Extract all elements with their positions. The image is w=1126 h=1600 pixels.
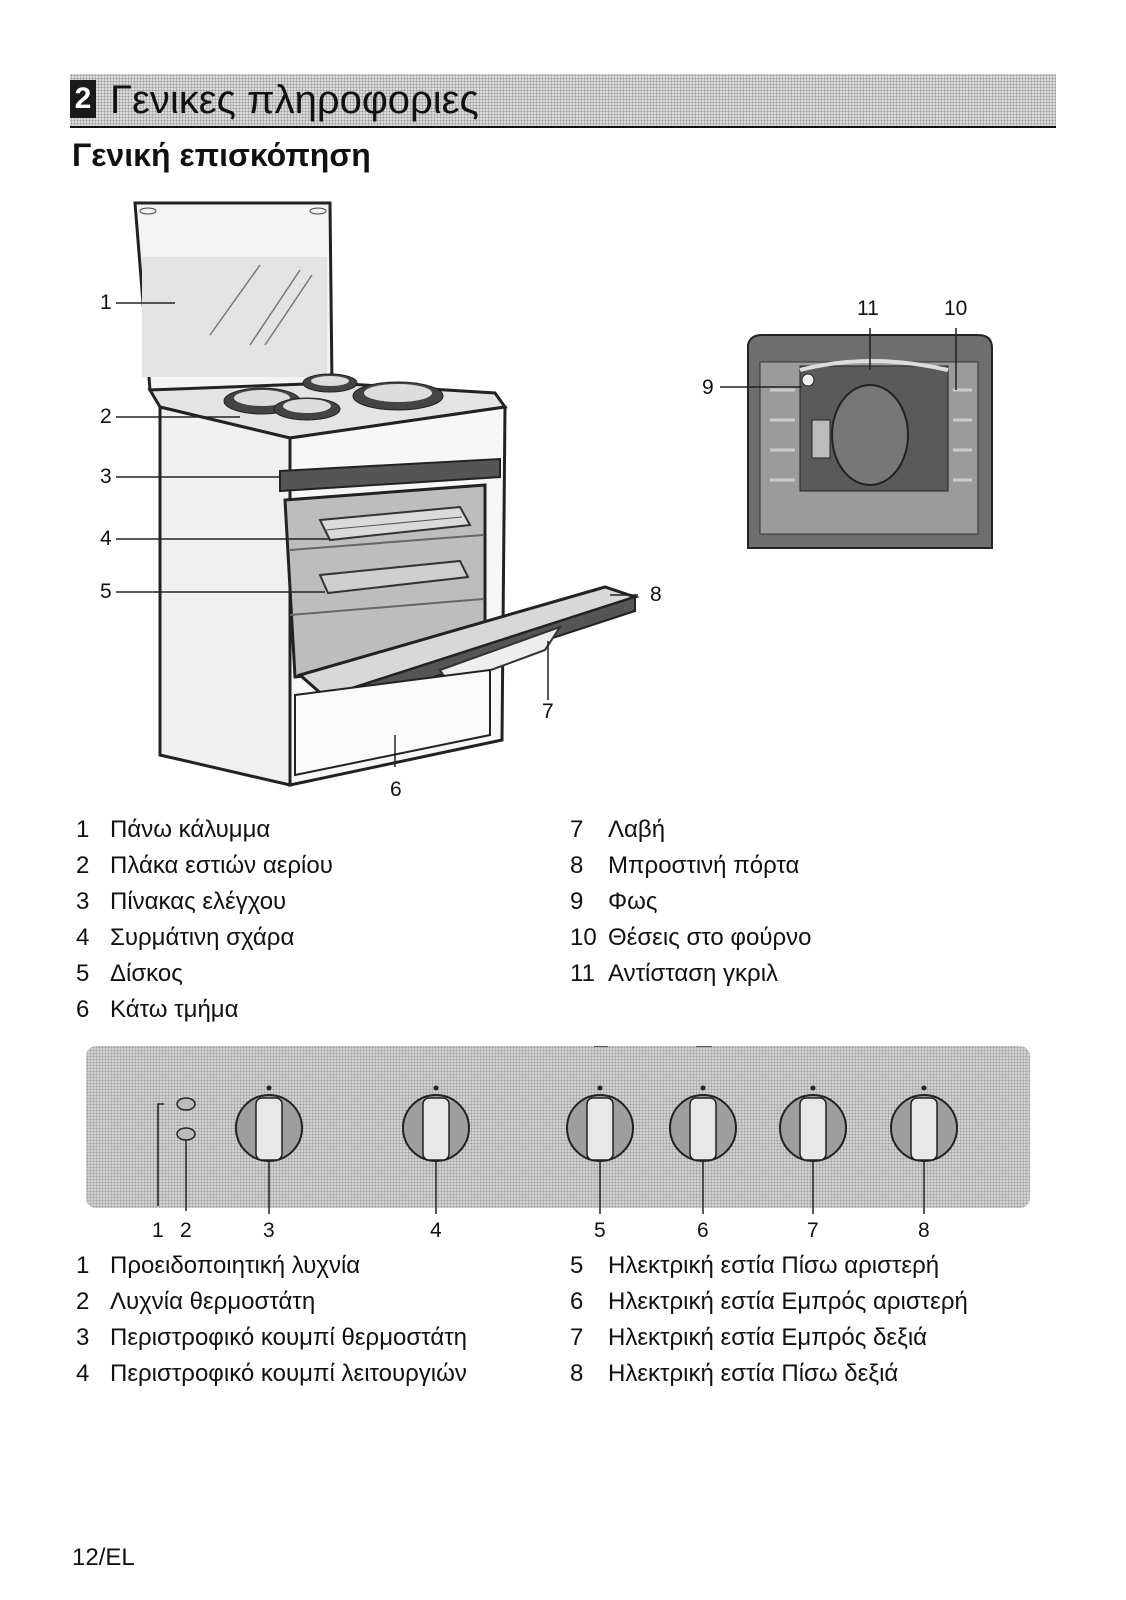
page-subtitle: Γενική επισκόπηση bbox=[72, 137, 371, 173]
oven-callout: 4 bbox=[100, 527, 112, 550]
panel-callout: 5 bbox=[594, 1219, 606, 1242]
hotplate-knob bbox=[669, 1085, 737, 1162]
section-header: 2 Γενικες πληροφοριες bbox=[70, 74, 1056, 128]
oven-callout: 5 bbox=[100, 580, 112, 603]
section-title: Γενικες πληροφοριες bbox=[110, 78, 479, 122]
panel-callout: 4 bbox=[430, 1219, 442, 1242]
hotplate-knob bbox=[779, 1085, 847, 1162]
interior-callout: 9 bbox=[702, 376, 714, 399]
panel-callout: 8 bbox=[918, 1219, 930, 1242]
oven-callout: 6 bbox=[390, 778, 402, 801]
interior-callout: 10 bbox=[944, 297, 968, 320]
page-footer: 12/EL bbox=[72, 1544, 135, 1571]
control-panel-drawing bbox=[157, 1046, 958, 1214]
thermostat-knob bbox=[235, 1085, 303, 1162]
hotplate-knob bbox=[890, 1085, 958, 1162]
section-number: 2 bbox=[70, 80, 96, 118]
panel-callout: 3 bbox=[263, 1219, 275, 1242]
oven-callout: 3 bbox=[100, 465, 112, 488]
function-knob bbox=[402, 1085, 470, 1162]
panel-callout: 2 bbox=[180, 1219, 192, 1242]
interior-callout: 11 bbox=[857, 297, 879, 320]
oven-illustration bbox=[116, 201, 640, 787]
oven-callout: 1 bbox=[100, 291, 112, 314]
oven-callout: 7 bbox=[542, 700, 554, 723]
panel-callout: 1 bbox=[152, 1219, 164, 1242]
oven-interior-illustration bbox=[720, 328, 993, 549]
oven-callout: 2 bbox=[100, 405, 112, 428]
panel-callout: 6 bbox=[697, 1219, 709, 1242]
oven-callout: 8 bbox=[650, 583, 662, 606]
hotplate-knob bbox=[566, 1085, 634, 1162]
panel-callout: 7 bbox=[807, 1219, 819, 1242]
